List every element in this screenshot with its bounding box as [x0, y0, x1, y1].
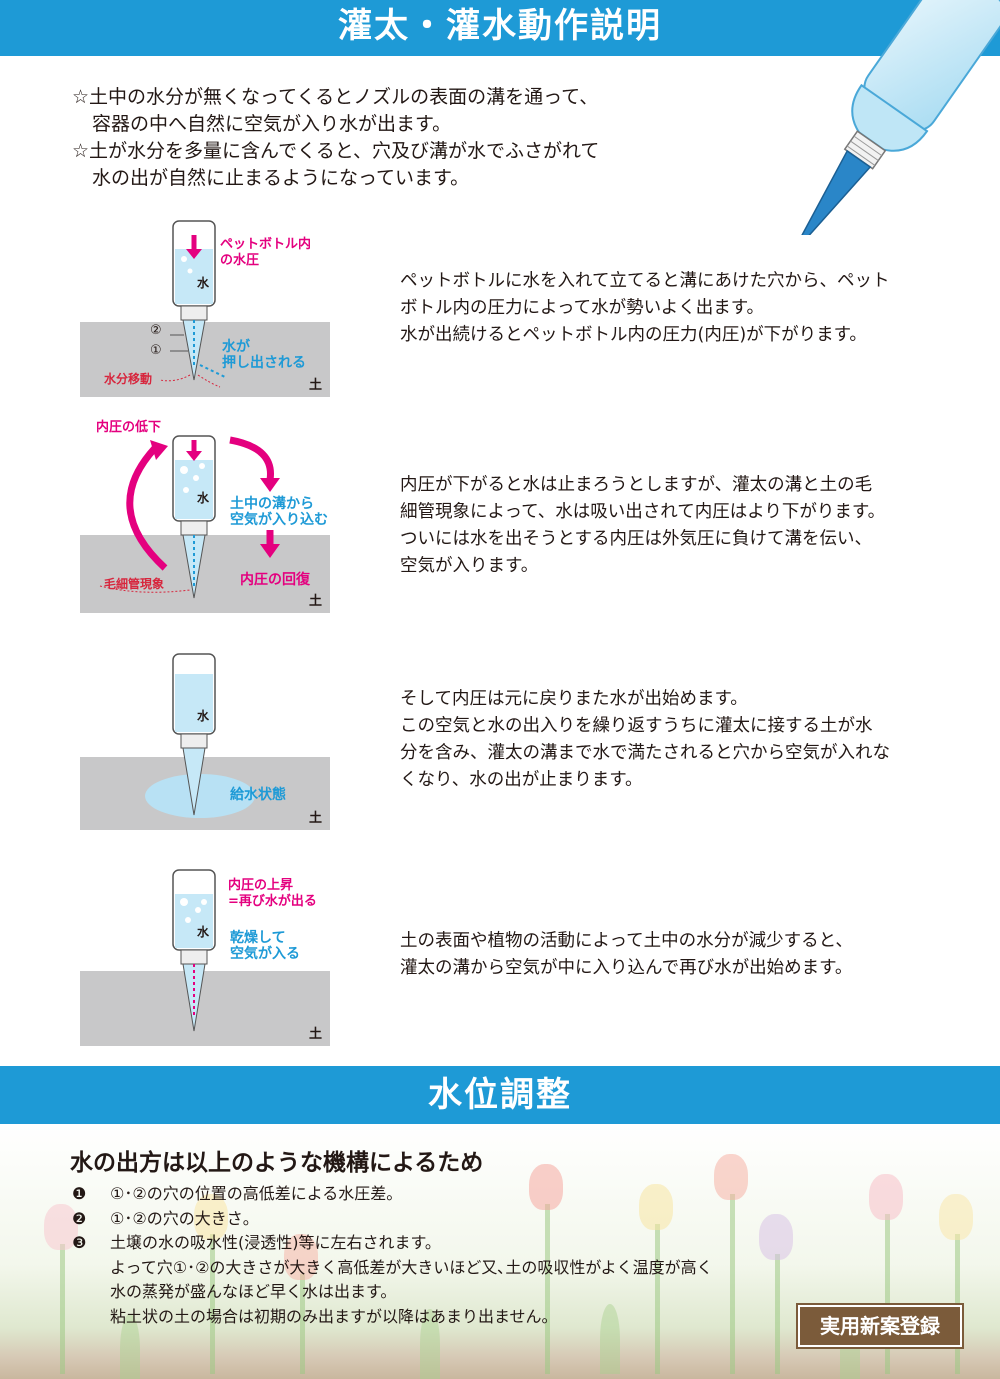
- bottle-diagram: [145, 653, 255, 818]
- section-title: 水位調整: [428, 1075, 572, 1115]
- mechanism-list: ❶ ①･②の穴の位置の高低差による水圧差。 ❷ ①･②の穴の大きさ。 ❸ 土壌の…: [72, 1182, 713, 1329]
- supply-state-label: 給水状態: [230, 787, 286, 803]
- description-line: ボトル内の圧力によって水が勢いよく出ます。: [400, 298, 764, 318]
- push-out-label: 水が 押し出される: [222, 339, 306, 371]
- item-number: ❸: [72, 1233, 87, 1252]
- item-text: ①･②の穴の大きさ。: [110, 1208, 259, 1228]
- pressure-label: ペットボトル内 の水圧: [220, 237, 312, 268]
- description-line: 水が出続けるとペットボトル内の圧力(内圧)が下がります。: [400, 325, 867, 345]
- mechanism-title: 水の出方は以上のような機構によるため: [70, 1150, 484, 1176]
- intro-text: ☆土中の水分が無くなってくるとノズルの表面の溝を通って、 容器の中へ自然に空気が…: [72, 84, 692, 192]
- moisture-move-label: 水分移動: [104, 372, 153, 386]
- description-line: そして内圧は元に戻りまた水が出始めます。: [400, 689, 748, 709]
- bottle-diagram: [159, 220, 226, 388]
- list-item: ❶ ①･②の穴の位置の高低差による水圧差。: [72, 1182, 713, 1207]
- item-text: 土壌の水の吸水性(浸透性)等に左右されます。: [110, 1233, 441, 1252]
- item-number: ❷: [72, 1208, 87, 1228]
- soil-label: 土: [308, 594, 322, 609]
- description-line: 空気が入ります。: [400, 556, 539, 576]
- mechanism-note: 粘土状の土の場合は初期のみ出ますが以降はあまり出ません。: [110, 1306, 558, 1326]
- pet-bottle-illustration: [790, 0, 1000, 235]
- description-line: 分を含み、灌太の溝まで水で満たされると穴から空気が入れな: [400, 743, 890, 763]
- description-line: くなり、水の出が止まります。: [400, 770, 643, 790]
- list-item: ❸ 土壌の水の吸水性(浸透性)等に左右されます。: [72, 1231, 713, 1256]
- diagram-step-4: 内圧の上昇 =再び水が出る 水 乾燥して 空気が入る 土: [80, 866, 330, 1046]
- soil-label: 土: [308, 378, 322, 393]
- utility-model-badge: 実用新案登録: [796, 1303, 964, 1349]
- soil-layer: [80, 322, 330, 397]
- hole-1-label: ①: [150, 343, 162, 358]
- description-line: ついには水を出そうとする内圧は外気圧に負けて溝を伝い、: [400, 529, 872, 549]
- description-line: 土の表面や植物の活動によって土中の水分が減少すると、: [400, 931, 853, 951]
- item-number: ❶: [72, 1184, 87, 1203]
- water-label: 水: [197, 709, 210, 723]
- section-title: 灌太・灌水動作説明: [338, 6, 662, 46]
- section-banner-operation: 灌太・灌水動作説明: [0, 0, 1000, 56]
- pressure-rise-label: 内圧の上昇 =再び水が出る: [228, 878, 317, 909]
- diagram-4-description: 土の表面や植物の活動によって土中の水分が減少すると、 灌太の溝から空気が中に入り…: [400, 928, 960, 982]
- dry-air-label: 乾燥して 空気が入る: [230, 930, 300, 962]
- diagram-2-description: 内圧が下がると水は止まろうとしますが、灌太の溝と土の毛 細管現象によって、水は吸…: [400, 472, 960, 580]
- bottle-diagram: [99, 435, 280, 599]
- intro-line: 容器の中へ自然に空気が入り水が出ます。: [92, 113, 452, 135]
- pressure-recover-label: 内圧の回復: [240, 572, 310, 588]
- intro-line: ☆土が水分を多量に含んでくると、穴及び溝が水でふさがれて: [72, 140, 600, 162]
- pressure-drop-label: 内圧の低下: [96, 420, 162, 435]
- diagram-step-2: 内圧の低下 水 土中の溝から 空気が入り込む 毛細管現象 内圧の回復 土: [80, 418, 330, 613]
- water-label: 水: [197, 491, 210, 505]
- diagram-1-description: ペットボトルに水を入れて立てると溝にあけた穴から、ペット ボトル内の圧力によって…: [400, 268, 960, 349]
- description-line: 内圧が下がると水は止まろうとしますが、灌太の溝と土の毛: [400, 475, 873, 495]
- capillary-label: 毛細管現象: [104, 577, 165, 591]
- bottle-diagram: [172, 869, 216, 1032]
- diagram-step-1: ペットボトル内 の水圧 水 ② ① 水が 押し出される 水分移動 土: [80, 215, 330, 397]
- hole-2-label: ②: [150, 323, 162, 338]
- item-text: ①･②の穴の位置の高低差による水圧差。: [110, 1184, 403, 1203]
- description-line: ペットボトルに水を入れて立てると溝にあけた穴から、ペット: [400, 271, 890, 291]
- water-label: 水: [197, 276, 210, 290]
- diagram-step-3: 水 給水状態 土: [80, 650, 330, 830]
- mechanism-note: 水の蒸発が盛んなほど早く水は出ます。: [110, 1282, 397, 1301]
- intro-line: 水の出が自然に止まるようになっています。: [92, 167, 470, 189]
- list-item: ❷ ①･②の穴の大きさ。: [72, 1207, 713, 1232]
- soil-label: 土: [308, 1027, 322, 1042]
- soil-layer: [80, 535, 330, 613]
- description-line: 細管現象によって、水は吸い出されて内圧はより下がります。: [400, 502, 886, 522]
- water-label: 水: [197, 925, 210, 939]
- mechanism-note: よって穴①･②の大きさが大きく高低差が大きいほど又､土の吸収性がよく温度が高く: [110, 1257, 713, 1277]
- intro-line: ☆土中の水分が無くなってくるとノズルの表面の溝を通って、: [72, 86, 599, 108]
- air-entry-label: 土中の溝から 空気が入り込む: [230, 496, 328, 528]
- soil-label: 土: [308, 811, 322, 826]
- soil-layer: [80, 971, 330, 1046]
- description-line: 灌太の溝から空気が中に入り込んで再び水が出始めます。: [400, 958, 853, 978]
- diagram-3-description: そして内圧は元に戻りまた水が出始めます。 この空気と水の出入りを繰り返すうちに灌…: [400, 686, 960, 794]
- description-line: この空気と水の出入りを繰り返すうちに灌太に接する土が水: [400, 716, 873, 736]
- section-banner-water-level: 水位調整: [0, 1066, 1000, 1124]
